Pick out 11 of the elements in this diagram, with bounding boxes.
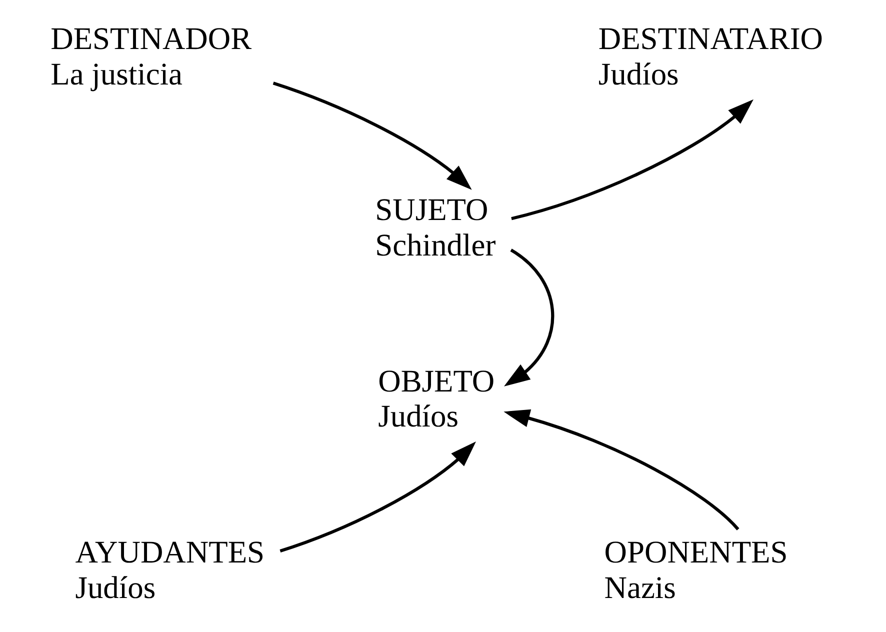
arrow bbox=[504, 248, 554, 386]
node-text: DESTINADOR La justicia bbox=[50, 21, 252, 92]
arrow bbox=[279, 441, 476, 553]
node-text: SUJETO Schindler bbox=[374, 192, 496, 263]
node-text: AYUDANTES Judíos bbox=[74, 534, 264, 605]
node-text: OBJETO Judíos bbox=[378, 363, 494, 434]
arrow bbox=[272, 82, 472, 190]
node-text: OPONENTES Nazis bbox=[604, 534, 788, 605]
arrow bbox=[503, 409, 739, 530]
arrow bbox=[510, 99, 753, 220]
node-text: DESTINATARIO Judíos bbox=[598, 21, 823, 92]
